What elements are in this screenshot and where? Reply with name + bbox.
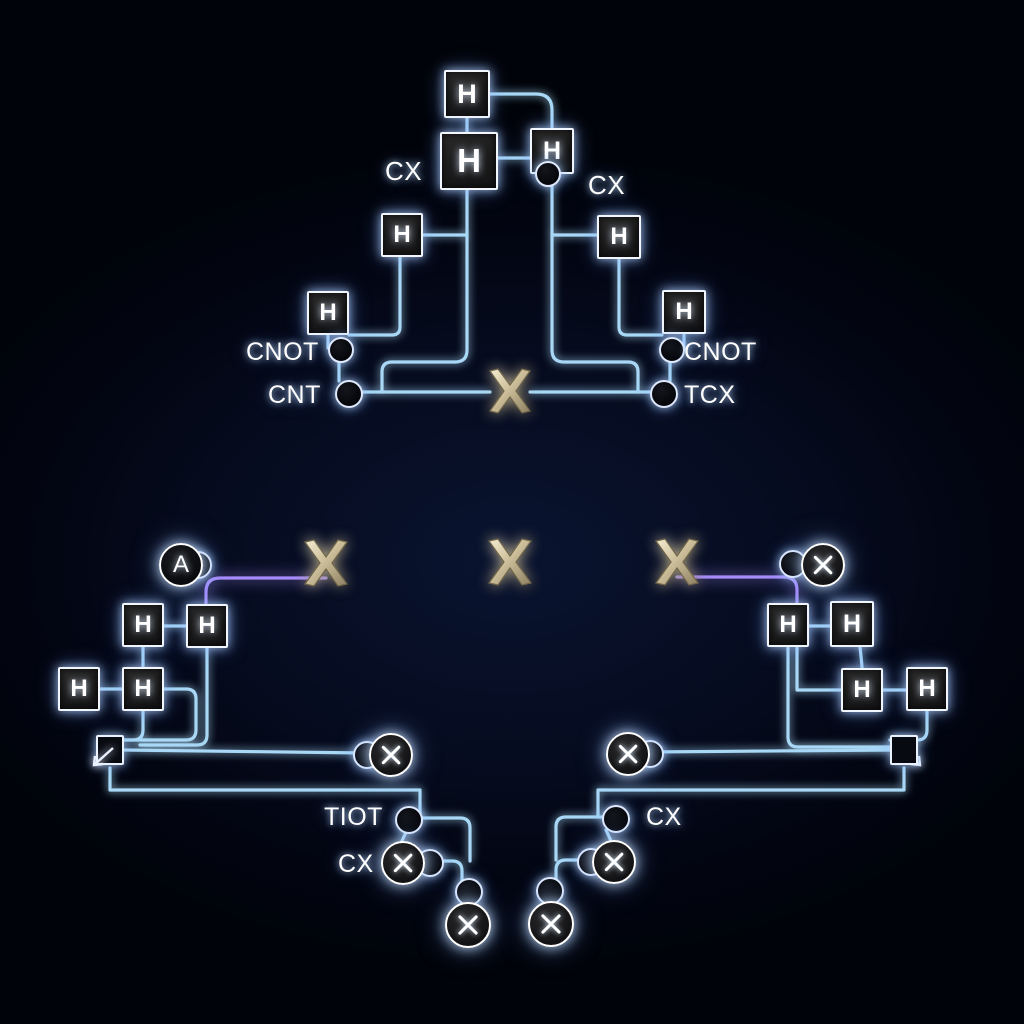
h-gate[interactable]: H	[440, 132, 498, 190]
x-gate[interactable]	[801, 543, 845, 587]
h-gate[interactable]: H	[597, 215, 641, 259]
h-gate[interactable]: H	[662, 290, 706, 334]
swap-gate-bus-right[interactable]	[654, 538, 700, 586]
x-gate[interactable]	[369, 733, 413, 777]
label-cx-top-right: CX	[588, 170, 626, 200]
label-cnot-right: CNOT	[684, 338, 757, 366]
h-gate[interactable]: H	[122, 667, 164, 711]
measure-gate[interactable]	[890, 735, 918, 765]
control-node[interactable]	[328, 337, 354, 363]
h-gate[interactable]: H	[381, 213, 423, 257]
control-node[interactable]	[659, 337, 685, 363]
h-gate[interactable]: H	[767, 603, 809, 647]
label-tiot-bottom: TIOT	[324, 803, 383, 831]
measure-arrowhead-icon-left	[92, 755, 104, 767]
label-tcx-right: TCX	[684, 381, 736, 409]
bottom-right-wires	[546, 624, 929, 903]
measure-needle-icon-left	[93, 747, 114, 766]
x-gate[interactable]	[606, 732, 650, 776]
h-gate[interactable]: H	[841, 668, 883, 712]
h-gate[interactable]: H	[307, 291, 349, 335]
x-gate[interactable]	[445, 902, 491, 948]
control-node[interactable]	[602, 805, 630, 833]
upper-tree-wires	[326, 92, 686, 394]
h-gate[interactable]: H	[122, 603, 164, 647]
x-gate[interactable]	[528, 901, 574, 947]
a-gate[interactable]: A	[159, 543, 203, 587]
label-cnt-left: CNT	[268, 381, 321, 409]
h-gate[interactable]: H	[906, 667, 948, 711]
control-node[interactable]	[335, 380, 363, 408]
label-cx-bottom-right: CX	[646, 803, 682, 831]
h-gate[interactable]: H	[444, 70, 490, 118]
x-gate[interactable]	[592, 840, 636, 884]
h-gate[interactable]: H	[186, 604, 228, 648]
swap-gate-bus-center[interactable]	[487, 538, 533, 586]
label-cx-top-left: CX	[385, 156, 423, 186]
swap-gate-bus-left[interactable]	[303, 539, 349, 587]
h-gate[interactable]: H	[830, 601, 874, 647]
swap-gate-top-center[interactable]	[489, 368, 531, 414]
x-gate[interactable]	[381, 841, 425, 885]
control-node[interactable]	[650, 380, 678, 408]
control-node[interactable]	[535, 161, 561, 187]
label-cx-bottom-left: CX	[338, 850, 374, 878]
control-node[interactable]	[395, 806, 423, 834]
label-cnot-left: CNOT	[246, 338, 319, 366]
purple-branch-wires	[204, 575, 799, 605]
h-gate[interactable]: H	[58, 667, 100, 711]
